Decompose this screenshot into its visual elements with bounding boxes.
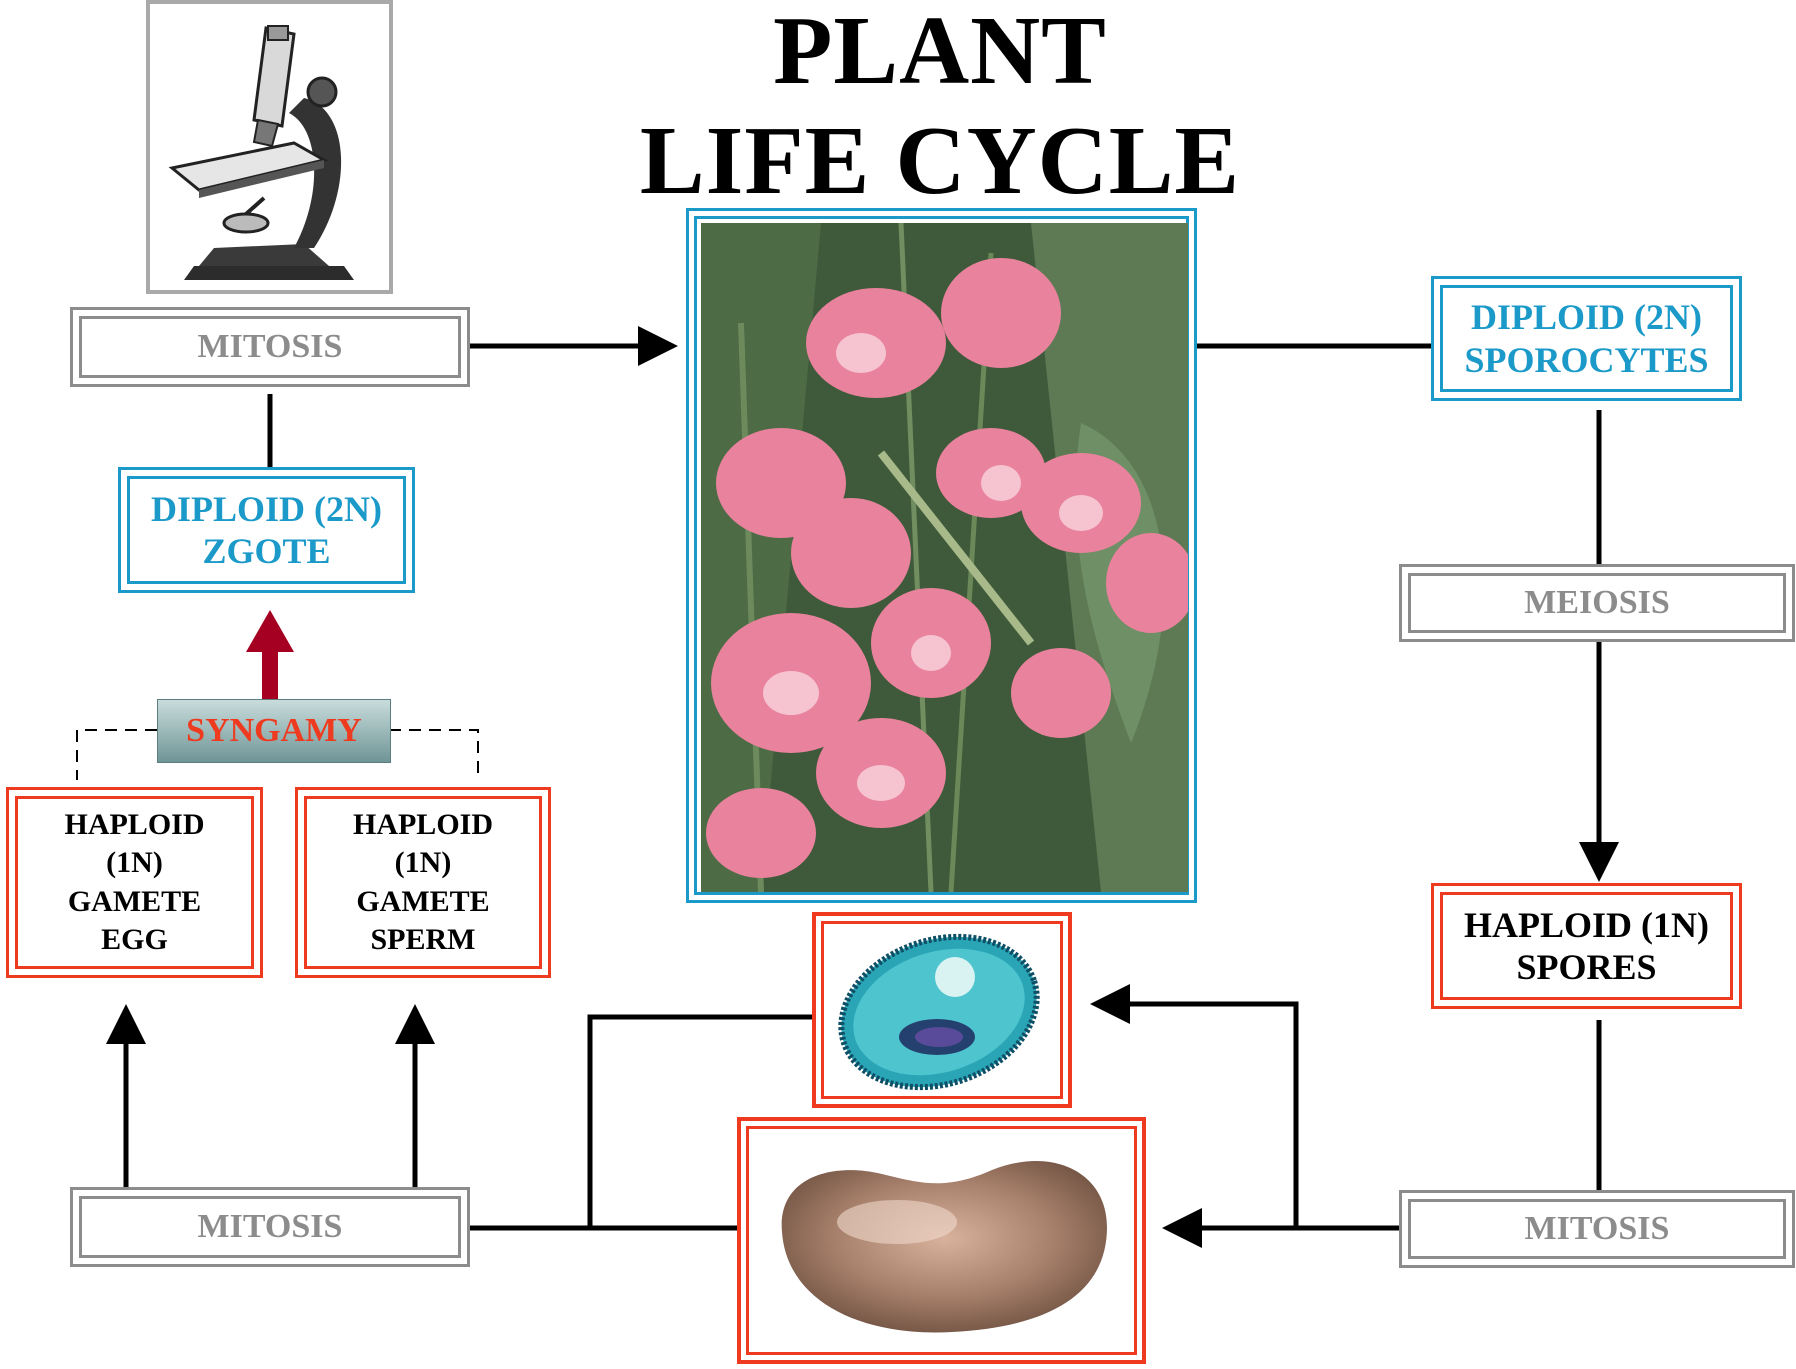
sperm-line-4: SPERM: [371, 921, 476, 959]
zygote-label-line-2: ZGOTE: [202, 530, 330, 572]
seed-image-frame: [737, 1117, 1146, 1364]
spores-label-line-2: SPORES: [1516, 946, 1656, 988]
mitosis-bottom-right-box: MITOSIS: [1399, 1190, 1795, 1268]
egg-line-4: EGG: [101, 921, 168, 959]
mitosis-top-label: MITOSIS: [198, 328, 343, 366]
dashed-sperm-connector: [389, 730, 478, 780]
title-line-1: PLANT: [560, 2, 1320, 99]
sperm-line-3: GAMETE: [356, 883, 489, 921]
zygote-label-line-1: DIPLOID (2N): [151, 488, 382, 530]
egg-line-3: GAMETE: [68, 883, 201, 921]
mitosis-top-box: MITOSIS: [70, 307, 470, 387]
meiosis-box: MEIOSIS: [1399, 564, 1795, 642]
seed-image: [752, 1132, 1129, 1347]
gamete-sperm-box: HAPLOID (1N) GAMETE SPERM: [295, 787, 551, 978]
sporocytes-label-line-1: DIPLOID (2N): [1471, 296, 1702, 338]
plant-photo-frame: [686, 208, 1197, 903]
cell-image-frame: [812, 912, 1072, 1108]
dashed-egg-connector: [77, 730, 157, 780]
sperm-line-1: HAPLOID: [353, 806, 493, 844]
flowers-image: [701, 223, 1188, 892]
sporocytes-box: DIPLOID (2N) SPOROCYTES: [1431, 276, 1742, 401]
spores-label-line-1: HAPLOID (1N): [1464, 904, 1709, 946]
title-line-2: LIFE CYCLE: [560, 112, 1320, 209]
cell-image: [827, 927, 1055, 1093]
egg-line-1: HAPLOID: [64, 806, 204, 844]
meiosis-label: MEIOSIS: [1524, 584, 1670, 622]
zygote-box: DIPLOID (2N) ZGOTE: [118, 467, 415, 593]
mitosis-bottom-left-label: MITOSIS: [198, 1208, 343, 1246]
mitosis-bottom-right-label: MITOSIS: [1525, 1210, 1670, 1248]
mitosis-bottom-left-box: MITOSIS: [70, 1187, 470, 1267]
syngamy-label: SYNGAMY: [157, 699, 391, 763]
arrow-syngamy-head: [246, 610, 294, 652]
sperm-line-2: (1N): [395, 844, 452, 882]
egg-line-2: (1N): [106, 844, 163, 882]
spores-box: HAPLOID (1N) SPORES: [1431, 883, 1742, 1009]
microscope-icon: [154, 8, 385, 290]
gamete-egg-box: HAPLOID (1N) GAMETE EGG: [6, 787, 263, 978]
microscope-image-frame: [146, 0, 393, 294]
sporocytes-label-line-2: SPOROCYTES: [1464, 339, 1708, 381]
